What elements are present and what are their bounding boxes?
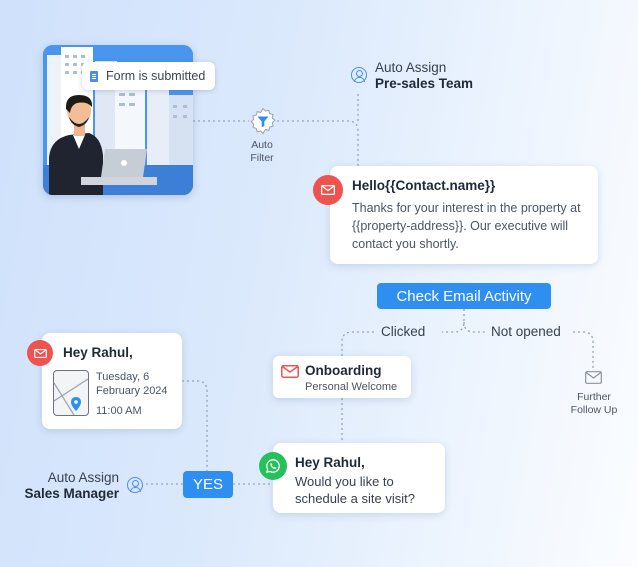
funnel-gear-icon[interactable] — [249, 107, 277, 135]
trigger-label: Form is submitted — [106, 69, 206, 83]
appointment-date-line2: February 2024 — [96, 385, 168, 397]
email-title: Hello{{Contact.name}} — [352, 178, 496, 193]
auto-filter-label: Auto Filter — [250, 139, 274, 164]
appointment-time: 11:00 AM — [96, 405, 142, 417]
user-icon — [351, 67, 367, 83]
check-email-activity-button[interactable]: Check Email Activity — [377, 283, 551, 309]
appointment-date-line1: Tuesday, 6 — [96, 371, 150, 383]
sales-manager-label: Sales Manager — [24, 486, 119, 501]
further-follow-up-label: Further Follow Up — [570, 391, 618, 416]
yes-button[interactable]: YES — [183, 471, 233, 498]
trigger-form-submitted[interactable]: Form is submitted — [82, 62, 216, 90]
mail-icon — [281, 365, 299, 378]
whatsapp-message-card[interactable]: Hey Rahul, Would you like to schedule a … — [273, 443, 445, 513]
whatsapp-body: Would you like to schedule a site visit? — [295, 474, 415, 506]
person-laptop-image — [43, 45, 193, 195]
onboarding-card[interactable]: Onboarding Personal Welcome — [273, 356, 411, 398]
whatsapp-title: Hey Rahul, — [295, 455, 365, 470]
whatsapp-icon — [259, 452, 287, 480]
user-icon — [127, 477, 143, 493]
branch-not-opened-label: Not opened — [491, 324, 561, 339]
appointment-title: Hey Rahul, — [63, 345, 133, 360]
presales-team-label: Pre-sales Team — [375, 76, 474, 91]
mail-icon — [313, 175, 343, 205]
map-icon — [53, 370, 89, 416]
sales-manager-action-label: Auto Assign — [47, 470, 119, 485]
mail-icon — [27, 340, 53, 366]
email-template-card[interactable]: Hello{{Contact.name}} Thanks for your in… — [330, 166, 598, 264]
onboarding-subtitle: Personal Welcome — [305, 381, 398, 393]
office-illustration — [43, 45, 193, 195]
mail-icon[interactable] — [585, 371, 602, 384]
presales-action-label: Auto Assign — [375, 60, 447, 75]
onboarding-title: Onboarding — [305, 363, 382, 378]
document-icon — [90, 70, 98, 82]
appointment-card[interactable]: Hey Rahul, Tuesday, 6 February 2024 11:0… — [42, 333, 182, 429]
email-body: Thanks for your interest in the property… — [352, 201, 581, 251]
branch-clicked-label: Clicked — [381, 324, 426, 339]
